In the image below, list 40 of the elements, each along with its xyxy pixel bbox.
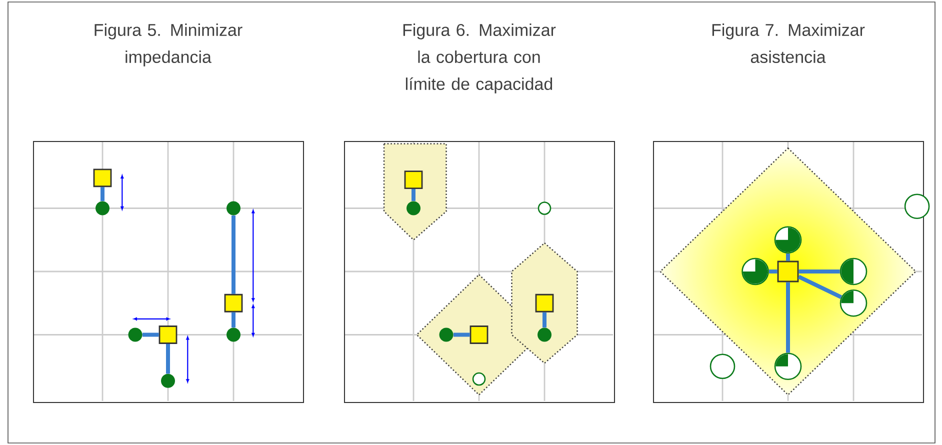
demand-point: [904, 194, 930, 219]
connector-line: [232, 215, 236, 294]
connector-line: [786, 254, 790, 261]
demand-point: [774, 352, 802, 380]
demand-point: [742, 258, 769, 286]
facility-square: [93, 168, 112, 188]
connector-line: [768, 270, 778, 274]
facility-square: [224, 294, 243, 312]
figure-caption: Figura 6. Maximizar la cobertura con límite de capacidad: [403, 24, 556, 94]
connector-line: [542, 312, 546, 328]
connector-line: [412, 188, 416, 202]
facility-square: [158, 326, 178, 344]
demand-point: [439, 328, 454, 342]
demand-point: [472, 372, 486, 386]
demand-point: [96, 201, 110, 216]
connector-line: [100, 187, 104, 202]
demand-point: [226, 201, 240, 216]
demand-point: [406, 201, 420, 216]
demand-point: [161, 374, 175, 388]
facility-square: [470, 326, 488, 344]
figure-caption: Figura 5. Minimizar impedancia: [94, 24, 242, 66]
connector-line: [142, 332, 159, 337]
facility-square: [404, 170, 423, 189]
facility-square: [535, 294, 554, 312]
demand-point: [774, 226, 802, 254]
demand-point: [226, 328, 240, 342]
figure-caption: Figura 7. Maximizar asistencia: [712, 24, 865, 64]
connector-line: [166, 344, 170, 374]
connector-line: [232, 312, 236, 328]
connector-line: [453, 332, 470, 337]
demand-point: [840, 258, 868, 286]
demand-point: [538, 202, 552, 215]
demand-point: [710, 354, 736, 380]
demand-point: [128, 328, 142, 342]
connector-line: [798, 274, 842, 299]
connector-line: [786, 282, 790, 353]
demand-point: [538, 328, 552, 342]
connector-line: [798, 270, 840, 274]
facility-square: [777, 260, 799, 282]
demand-point: [840, 289, 868, 317]
